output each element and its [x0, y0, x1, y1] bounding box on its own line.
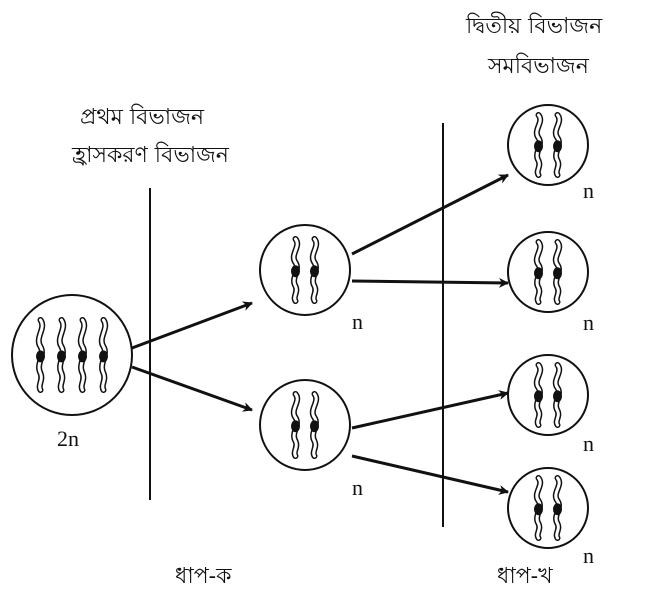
- cell-membrane: [259, 224, 351, 316]
- centromere: [534, 390, 543, 403]
- cell-membrane: [11, 294, 133, 416]
- chromosome: [35, 317, 46, 393]
- centromere: [291, 265, 300, 278]
- arrow-daughter-bottom-to-cell-4: [351, 454, 509, 495]
- chromosome: [290, 391, 301, 459]
- centromere: [310, 420, 319, 433]
- chromosome: [309, 236, 320, 304]
- centromere: [36, 350, 45, 363]
- daughter-cell-bottom: [259, 379, 351, 471]
- second-division-title: দ্বিতীয় বিভাজন: [466, 14, 603, 39]
- centromere: [553, 503, 562, 516]
- centromere: [310, 265, 319, 278]
- cells: [11, 104, 589, 549]
- parent-ploidy-label: 2n: [57, 426, 79, 451]
- first-division-title: প্রথম বিভাজন: [80, 105, 205, 130]
- chromosome: [552, 362, 563, 428]
- cell-membrane: [507, 104, 589, 186]
- centromere: [553, 390, 562, 403]
- arrows: [131, 173, 509, 495]
- centromere: [291, 420, 300, 433]
- chromosome: [533, 112, 544, 178]
- chromosome: [98, 317, 109, 393]
- granddaughter-cell-4: [507, 467, 589, 549]
- arrow-daughter-bottom-to-cell-3: [351, 390, 509, 430]
- daughter-cell-top: [259, 224, 351, 316]
- granddaughter-cell-2: [507, 231, 589, 313]
- chromosome: [552, 112, 563, 178]
- centromere: [57, 350, 66, 363]
- centromere: [553, 267, 562, 280]
- granddaughter-cell-1: [507, 104, 589, 186]
- chromosome: [290, 236, 301, 304]
- parent-cell: [11, 294, 133, 416]
- chromosome: [309, 391, 320, 459]
- chromosome: [56, 317, 67, 393]
- granddaughter-cell-3: [507, 354, 589, 436]
- centromere: [78, 350, 87, 363]
- chromosome: [533, 239, 544, 305]
- arrow-daughter-top-to-cell-1: [351, 173, 509, 256]
- daughter-bottom-ploidy-label: n: [352, 475, 363, 500]
- cell-membrane: [507, 231, 589, 313]
- granddaughter-1-ploidy-label: n: [583, 178, 594, 203]
- cell-membrane: [259, 379, 351, 471]
- arrow-daughter-top-to-cell-2: [351, 277, 509, 288]
- centromere: [99, 350, 108, 363]
- stage-a-label: ধাপ-ক: [175, 564, 232, 589]
- centromere: [534, 267, 543, 280]
- daughter-top-ploidy-label: n: [352, 309, 363, 334]
- granddaughter-2-ploidy-label: n: [583, 310, 594, 335]
- granddaughter-3-ploidy-label: n: [583, 431, 594, 456]
- cell-membrane: [507, 354, 589, 436]
- chromosome: [552, 475, 563, 541]
- chromosome: [77, 317, 88, 393]
- cell-membrane: [507, 467, 589, 549]
- centromere: [534, 503, 543, 516]
- first-division-subtitle: হ্রাসকরণ বিভাজন: [72, 143, 229, 168]
- centromere: [553, 140, 562, 153]
- second-division-subtitle: সমবিভাজন: [488, 54, 589, 79]
- chromosome: [533, 475, 544, 541]
- chromosome: [552, 239, 563, 305]
- chromosome: [533, 362, 544, 428]
- centromere: [534, 140, 543, 153]
- arrow-parent-to-daughter-top: [131, 301, 253, 350]
- stage-b-label: ধাপ-খ: [497, 564, 553, 589]
- arrow-parent-to-daughter-bottom: [131, 365, 253, 412]
- granddaughter-4-ploidy-label: n: [583, 543, 594, 568]
